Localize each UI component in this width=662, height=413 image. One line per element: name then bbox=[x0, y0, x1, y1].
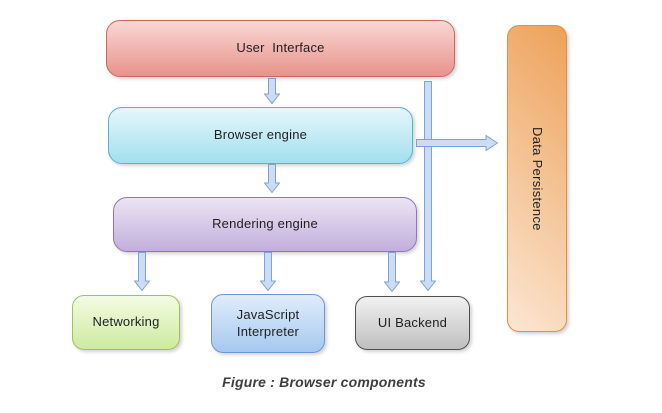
arrow-user-interface-to-ui-backend-icon bbox=[420, 81, 436, 291]
node-data-persistence: Data Persistence bbox=[507, 25, 567, 332]
arrow-browser-engine-to-data-persistence-icon bbox=[416, 135, 498, 151]
node-user-interface: User Interface bbox=[106, 20, 455, 77]
node-javascript-interpreter-label: JavaScript Interpreter bbox=[236, 307, 304, 339]
node-ui-backend: UI Backend bbox=[355, 296, 470, 350]
arrow-rendering-engine-to-javascript-interpreter-icon bbox=[260, 252, 276, 291]
arrow-rendering-engine-to-networking-icon bbox=[134, 252, 150, 291]
node-rendering-engine-label: Rendering engine bbox=[212, 216, 318, 232]
arrow-rendering-engine-to-ui-backend-icon bbox=[384, 252, 400, 292]
arrow-user-interface-to-browser-engine-icon bbox=[264, 78, 280, 104]
figure-caption: Figure : Browser components bbox=[222, 374, 426, 390]
arrow-browser-engine-to-rendering-engine-icon bbox=[264, 164, 280, 193]
node-user-interface-label: User Interface bbox=[236, 40, 325, 56]
node-browser-engine-label: Browser engine bbox=[213, 127, 308, 143]
node-data-persistence-label: Data Persistence bbox=[530, 126, 546, 231]
node-rendering-engine: Rendering engine bbox=[113, 197, 417, 252]
node-networking-label: Networking bbox=[92, 314, 160, 330]
node-ui-backend-label: UI Backend bbox=[377, 314, 448, 330]
node-javascript-interpreter: JavaScript Interpreter bbox=[211, 294, 325, 353]
node-networking: Networking bbox=[72, 295, 180, 350]
node-browser-engine: Browser engine bbox=[108, 107, 413, 164]
